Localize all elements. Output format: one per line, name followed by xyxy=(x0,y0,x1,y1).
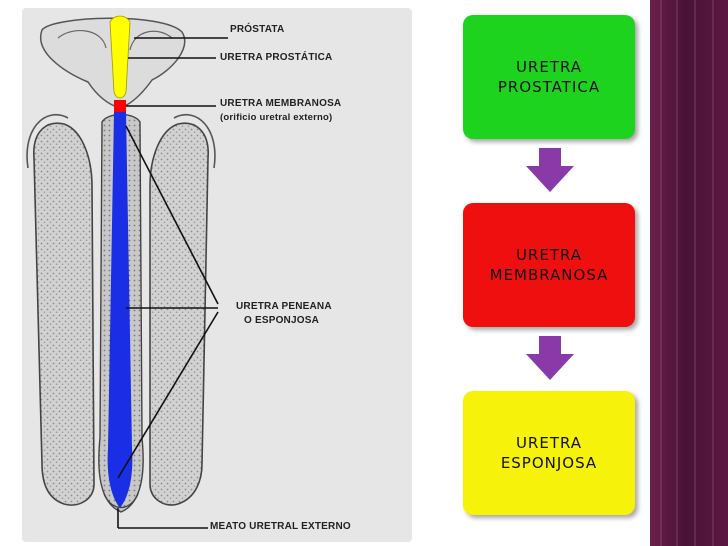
urethra-anatomy-illustration: PRÓSTATA URETRA PROSTÁTICA URETRA MEMBRA… xyxy=(22,8,412,542)
down-arrow-icon xyxy=(526,336,574,380)
flow-step-label: URETRA PROSTATICA xyxy=(497,58,601,96)
flow-step-label: URETRA MEMBRANOSA xyxy=(489,246,609,284)
down-arrow-icon xyxy=(526,148,574,192)
label-uretra-membranosa: URETRA MEMBRANOSA xyxy=(220,98,342,109)
leader-lines xyxy=(117,37,228,529)
left-corpus-cavernosum xyxy=(33,122,95,506)
prostatic-urethra xyxy=(109,15,131,99)
spongy-urethra xyxy=(107,112,133,508)
label-prostata: PRÓSTATA xyxy=(230,24,285,35)
membranous-urethra xyxy=(114,100,126,112)
decorative-side-band xyxy=(650,0,728,546)
right-corpus-cavernosum xyxy=(149,122,209,506)
label-uretra-peneana: URETRA PENEANA xyxy=(236,301,332,312)
label-meato-uretral: MEATO URETRAL EXTERNO xyxy=(210,521,351,532)
flow-step-membranosa: URETRA MEMBRANOSA xyxy=(463,203,635,327)
flow-step-prostatica: URETRA PROSTATICA xyxy=(463,15,635,139)
flow-step-esponjosa: URETRA ESPONJOSA xyxy=(463,391,635,515)
label-esponjosa: O ESPONJOSA xyxy=(244,315,319,326)
label-uretra-prostatica: URETRA PROSTÁTICA xyxy=(220,52,333,63)
label-orificio-uretral: (orificio uretral externo) xyxy=(220,112,333,123)
anatomy-drawing xyxy=(26,15,228,529)
flow-step-label: URETRA ESPONJOSA xyxy=(500,434,598,472)
